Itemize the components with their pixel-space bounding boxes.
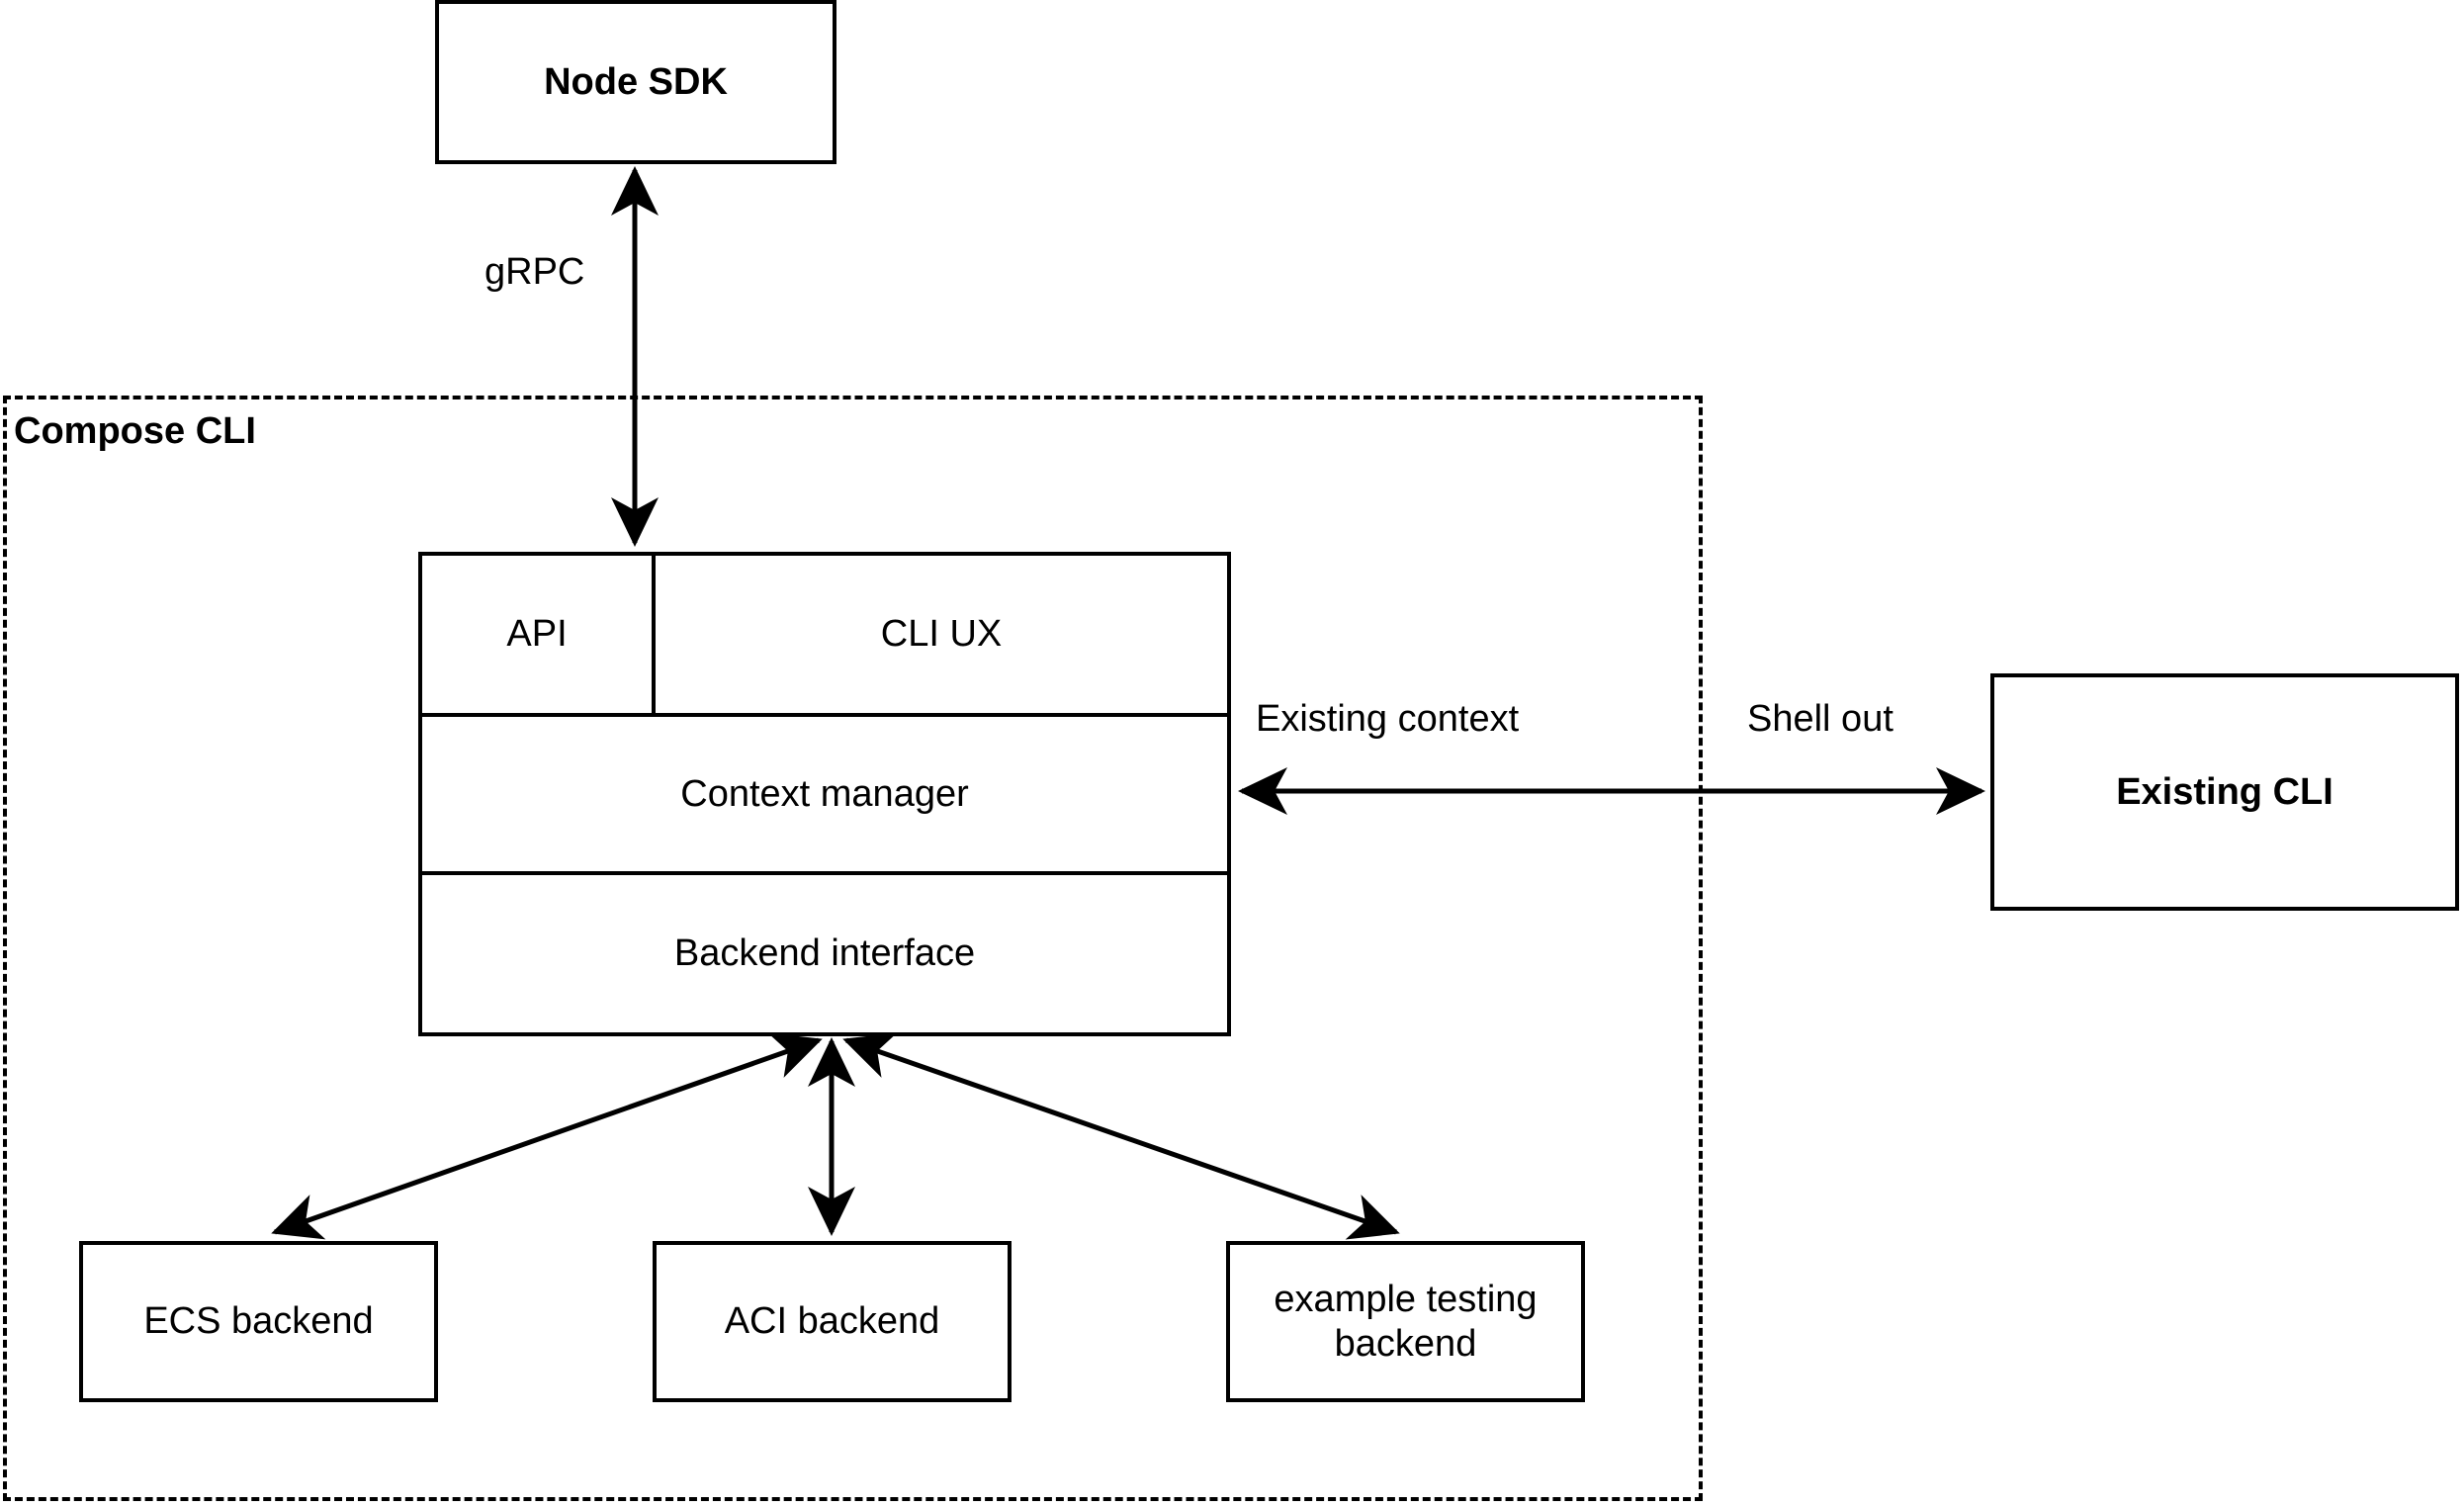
node-sdk-box[interactable]: Node SDK: [435, 0, 836, 164]
cli-ux-label: CLI UX: [880, 613, 1003, 655]
edge-backend-ecs-line: [271, 1032, 823, 1240]
edge-label-shell-out: Shell out: [1747, 698, 1893, 740]
stack-cell-api[interactable]: API: [422, 556, 652, 713]
compose-cli-stack: API CLI UX Context manager Backend inter…: [418, 552, 1231, 1036]
aci-backend-label: ACI backend: [724, 1300, 940, 1343]
stack-cell-cli-ux[interactable]: CLI UX: [652, 556, 1227, 713]
stack-row-top: API CLI UX: [422, 556, 1227, 713]
example-testing-backend-label: example testing backend: [1274, 1278, 1538, 1365]
ecs-backend-box[interactable]: ECS backend: [79, 1241, 438, 1402]
context-manager-label: Context manager: [680, 772, 969, 815]
stack-cell-context-manager[interactable]: Context manager: [422, 717, 1227, 871]
example-testing-backend-box[interactable]: example testing backend: [1226, 1241, 1585, 1402]
edge-backend-example-line: [842, 1032, 1400, 1240]
compose-cli-group: [3, 396, 1703, 1501]
node-sdk-label: Node SDK: [544, 60, 728, 103]
backend-interface-label: Backend interface: [673, 932, 976, 974]
stack-cell-backend-interface[interactable]: Backend interface: [422, 875, 1227, 1032]
ecs-backend-label: ECS backend: [143, 1300, 374, 1343]
existing-cli-label: Existing CLI: [2116, 770, 2333, 813]
stack-row-backend-interface: Backend interface: [422, 871, 1227, 1032]
compose-cli-group-title: Compose CLI: [14, 410, 256, 452]
existing-cli-box[interactable]: Existing CLI: [1990, 673, 2459, 911]
api-label: API: [506, 613, 568, 655]
aci-backend-box[interactable]: ACI backend: [653, 1241, 1012, 1402]
edge-label-existing-context: Existing context: [1256, 698, 1520, 740]
stack-row-context-manager: Context manager: [422, 713, 1227, 871]
edge-label-grpc: gRPC: [484, 251, 585, 293]
